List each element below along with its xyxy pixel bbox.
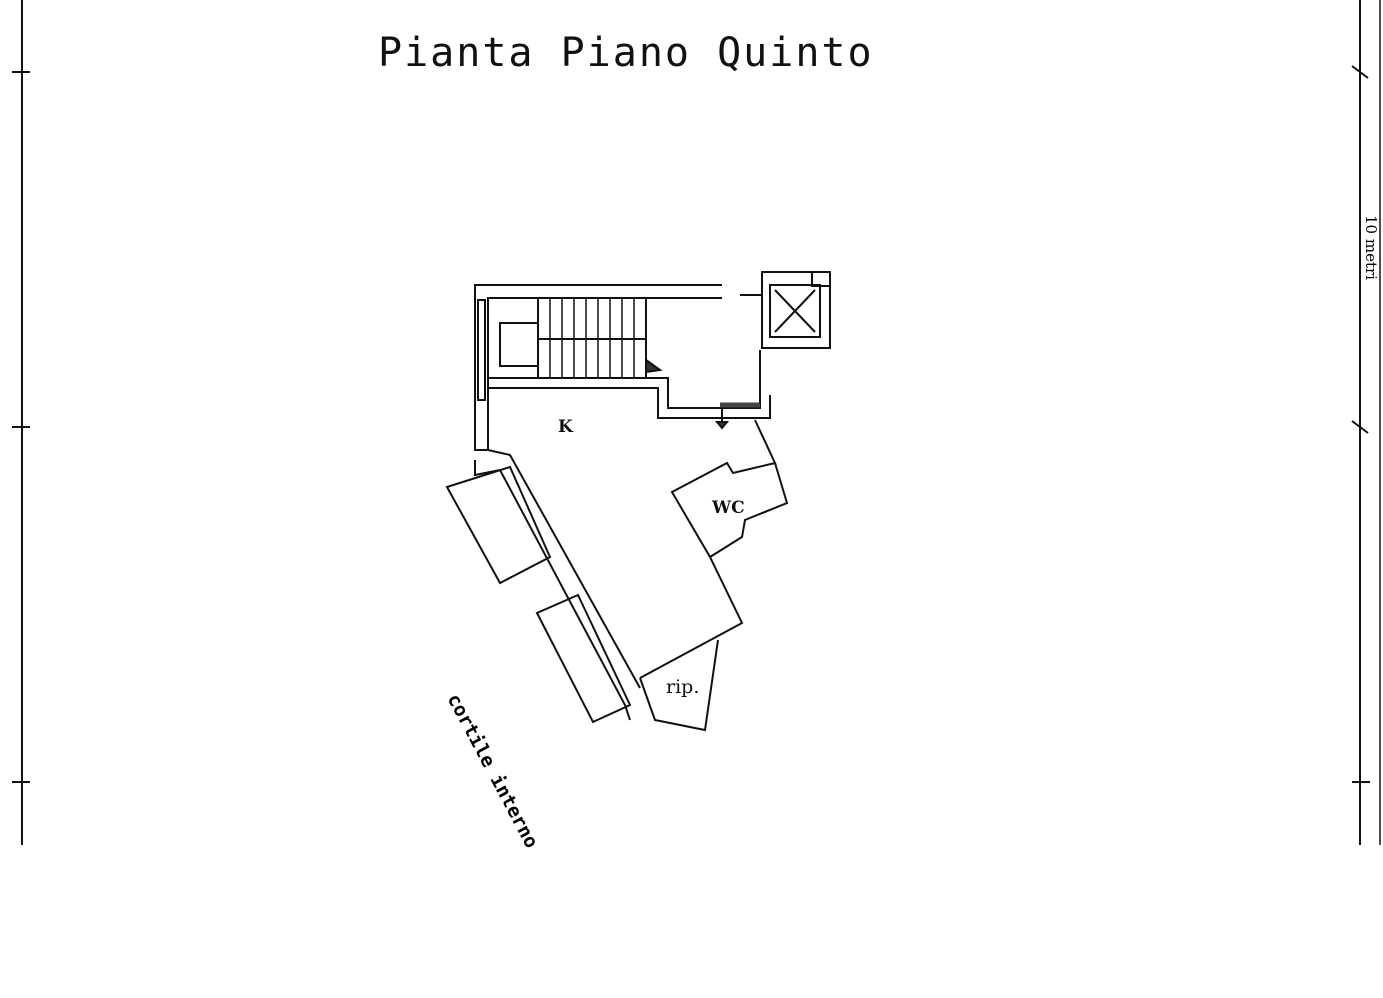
balcony: [535, 593, 632, 724]
walls: [445, 271, 831, 732]
scale-tick: [1351, 65, 1369, 79]
balcony: [445, 465, 552, 585]
room-label-wc: WC: [712, 498, 745, 518]
plan-title: Pianta Piano Quinto: [378, 30, 874, 76]
room-label-storage: rip.: [666, 676, 700, 698]
room-label-kitchen: K: [558, 417, 573, 437]
scale-tick: [1351, 420, 1369, 434]
scale-label: 10 metri: [1362, 215, 1380, 280]
elevator-shaft: [761, 271, 831, 349]
